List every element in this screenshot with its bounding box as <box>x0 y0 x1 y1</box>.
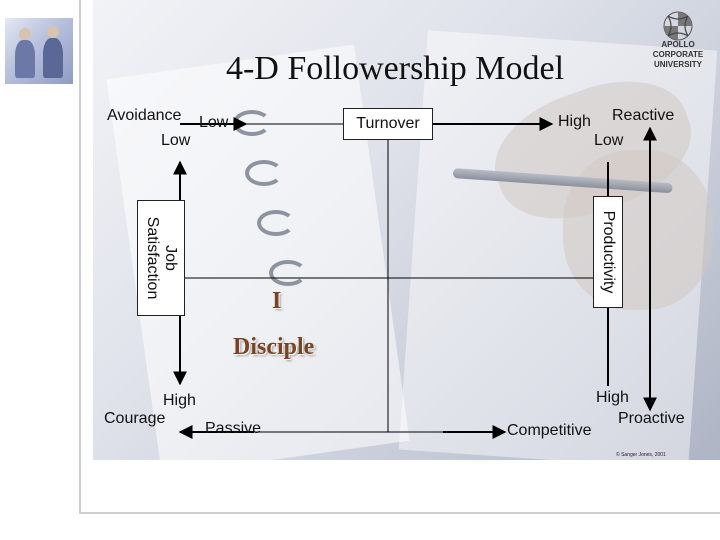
label-job: Job <box>162 245 179 271</box>
copyright-notice: © Sanger Jones, 2001 <box>616 452 666 458</box>
label-high-left: High <box>163 392 196 409</box>
label-low-right: Low <box>594 132 624 149</box>
label-competitive: Competitive <box>507 422 592 439</box>
job-satisfaction-box: Job Satisfaction <box>137 200 185 316</box>
rail-divider <box>79 0 81 512</box>
turnover-box: Turnover <box>343 108 433 140</box>
job-satisfaction-label: Job Satisfaction <box>143 217 179 300</box>
label-reactive: Reactive <box>612 107 675 124</box>
label-high-top: High <box>558 113 591 130</box>
label-productivity: Productivity <box>600 210 617 294</box>
quadrant-number: I <box>272 288 282 314</box>
page-title: 4-D Followership Model <box>225 50 565 87</box>
label-low-top: Low <box>199 114 229 131</box>
label-avoidance: Avoidance <box>107 107 182 124</box>
label-satisfaction: Satisfaction <box>144 216 161 300</box>
left-rail <box>0 0 79 540</box>
bottom-divider <box>79 512 720 514</box>
logo-wordmark: APOLLO CORPORATE UNIVERSITY <box>636 40 720 70</box>
logo-icon <box>663 11 693 41</box>
label-proactive: Proactive <box>618 410 685 427</box>
quadrant-name: Disciple <box>233 334 315 360</box>
handshake-thumbnail-image <box>5 18 73 84</box>
label-high-right: High <box>596 389 629 406</box>
label-courage: Courage <box>104 410 166 427</box>
logo-line-1: APOLLO CORPORATE <box>652 40 704 59</box>
productivity-box: Productivity <box>593 196 623 308</box>
label-low-left: Low <box>161 132 191 149</box>
logo-line-2: UNIVERSITY <box>653 60 702 69</box>
label-passive: Passive <box>205 420 262 437</box>
